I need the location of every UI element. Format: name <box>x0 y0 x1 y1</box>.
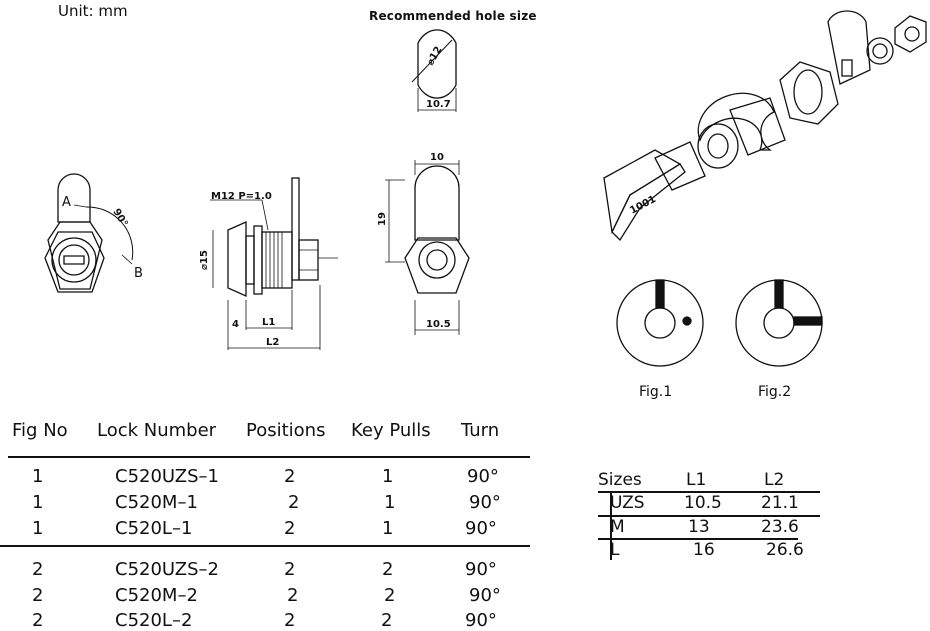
size-l1: 10.5 <box>684 493 722 513</box>
cell-turn: 90° <box>465 559 497 580</box>
dim-l1-label: L1 <box>262 317 275 328</box>
sizes-rule <box>598 538 798 540</box>
header-key-pulls: Key Pulls <box>351 420 431 441</box>
size-l2: 23.6 <box>761 517 799 537</box>
cell-positions: 2 <box>287 585 299 606</box>
cell-key-pulls: 2 <box>382 559 394 580</box>
thread-label: M12 P=1.0 <box>211 191 272 202</box>
size-l1: 16 <box>693 540 715 560</box>
header-fig-no: Fig No <box>12 420 68 441</box>
cell-key-pulls: 1 <box>382 518 394 539</box>
diameter-15-label: ⌀15 <box>199 250 210 270</box>
cell-key-pulls: 1 <box>384 492 396 513</box>
header-lock-number: Lock Number <box>97 420 217 441</box>
unit-label: Unit: mm <box>58 2 128 20</box>
size-l1: 13 <box>688 517 710 537</box>
dim-10-5-label: 10.5 <box>426 319 451 330</box>
cell-lock-number: C520M–2 <box>115 585 198 606</box>
cell-positions: 2 <box>284 559 296 580</box>
cell-positions: 2 <box>284 610 296 631</box>
dim-l2-label: L2 <box>266 337 279 348</box>
angle-label: 90° <box>110 207 129 229</box>
header-turn: Turn <box>461 420 500 441</box>
cell-fig: 2 <box>32 559 44 580</box>
cell-fig: 1 <box>32 518 44 539</box>
cell-turn: 90° <box>465 610 497 631</box>
cell-turn: 90° <box>469 492 501 513</box>
cell-fig: 1 <box>32 492 44 513</box>
cell-key-pulls: 2 <box>384 585 396 606</box>
cell-turn: 90° <box>465 518 497 539</box>
cell-turn: 90° <box>467 466 499 487</box>
fig1-diagram <box>616 279 704 367</box>
cell-lock-number: C520L–1 <box>115 518 193 539</box>
fig2-diagram <box>735 279 823 367</box>
key-code-label: 1001 <box>628 194 658 217</box>
sizes-rule <box>598 515 820 517</box>
sizes-header: Sizes <box>598 470 642 490</box>
label-a: A <box>62 195 71 210</box>
l2-header: L2 <box>764 470 785 490</box>
cell-lock-number: C520UZS–1 <box>115 466 219 487</box>
exploded-view <box>603 10 927 242</box>
front-view <box>44 173 134 293</box>
cell-positions: 2 <box>284 466 296 487</box>
cell-fig: 2 <box>32 585 44 606</box>
cell-fig: 2 <box>32 610 44 631</box>
cell-fig: 1 <box>32 466 44 487</box>
size-l2: 26.6 <box>766 540 804 560</box>
rear-view <box>385 160 470 335</box>
dim-19-label: 19 <box>377 212 388 226</box>
dim-4-label: 4 <box>232 319 239 330</box>
cell-key-pulls: 1 <box>382 466 394 487</box>
sizes-rule <box>598 491 820 493</box>
l1-header: L1 <box>686 470 707 490</box>
cell-key-pulls: 2 <box>381 610 393 631</box>
hole-diameter-label: ⌀12 <box>425 45 445 68</box>
label-b: B <box>134 266 143 281</box>
side-view <box>210 177 338 350</box>
size-name: UZS <box>610 493 645 513</box>
table-rule-top <box>8 456 530 458</box>
fig1-label: Fig.1 <box>639 384 672 400</box>
hole-width-label: 10.7 <box>426 99 451 110</box>
sizes-vertical-rule <box>610 492 612 560</box>
header-positions: Positions <box>246 420 326 441</box>
cell-positions: 2 <box>288 492 300 513</box>
cell-positions: 2 <box>284 518 296 539</box>
fig2-label: Fig.2 <box>758 384 791 400</box>
size-name: L <box>610 540 620 560</box>
size-name: M <box>610 517 625 537</box>
cell-lock-number: C520M–1 <box>115 492 198 513</box>
recommended-hole-title: Recommended hole size <box>369 9 537 23</box>
cell-lock-number: C520UZS–2 <box>115 559 219 580</box>
hole-size-diagram <box>411 29 457 112</box>
size-l2: 21.1 <box>761 493 799 513</box>
table-rule-middle <box>0 545 530 547</box>
cell-turn: 90° <box>469 585 501 606</box>
dim-10-label: 10 <box>430 152 444 163</box>
cell-lock-number: C520L–2 <box>115 610 193 631</box>
